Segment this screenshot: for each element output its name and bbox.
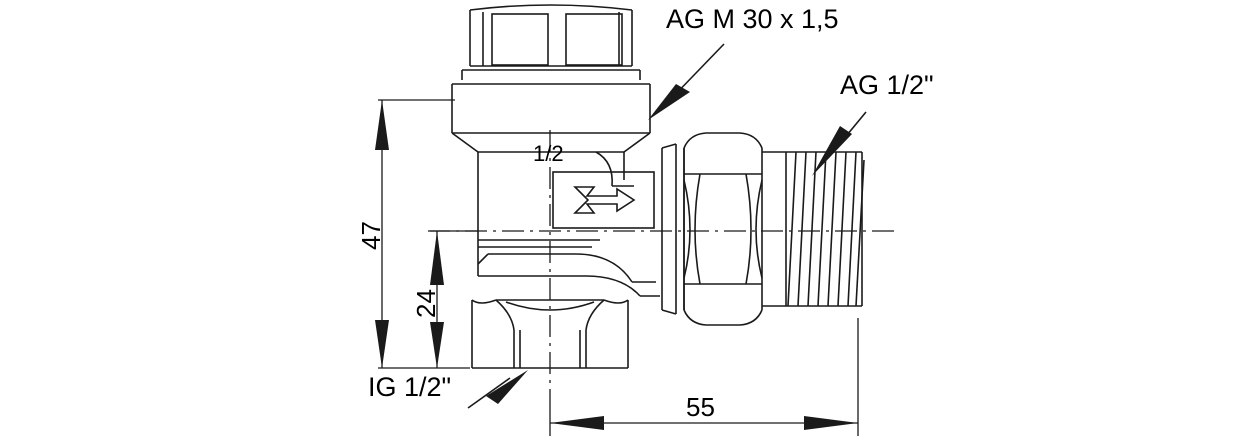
valve-geometry	[451, 4, 865, 369]
valve-elbow-body	[477, 239, 660, 297]
outlet-spigot	[762, 151, 787, 307]
valve-collar	[451, 83, 651, 134]
leader-arrow-icon-outlet	[812, 126, 852, 176]
leader-arrowheads	[486, 84, 852, 404]
label-bottom-thread: IG 1/2"	[368, 372, 452, 402]
dimension-24	[430, 230, 478, 368]
dimension-label-55: 55	[686, 392, 715, 422]
dimension-label-47: 47	[356, 221, 386, 250]
label-body-marking: 1/2	[533, 141, 564, 166]
dimension-55	[549, 318, 859, 436]
flow-indicator-plate	[552, 171, 655, 229]
centerlines	[428, 130, 900, 402]
leader-arrow-icon-bottom	[486, 370, 528, 404]
valve-cap	[461, 4, 641, 80]
dimension-label-24: 24	[411, 289, 441, 318]
dimension-47	[375, 99, 470, 369]
outlet-thread	[786, 151, 865, 307]
label-outlet-thread: AG 1/2"	[840, 70, 934, 100]
flow-direction-arrow	[573, 186, 636, 214]
leader-line-bottom	[467, 377, 511, 409]
leader-arrow-icon-top	[648, 84, 690, 120]
dimension-lines	[375, 99, 859, 436]
valve-bonnet	[451, 132, 651, 264]
union-hex-nut	[661, 132, 763, 326]
label-top-thread: AG M 30 x 1,5	[666, 4, 839, 34]
